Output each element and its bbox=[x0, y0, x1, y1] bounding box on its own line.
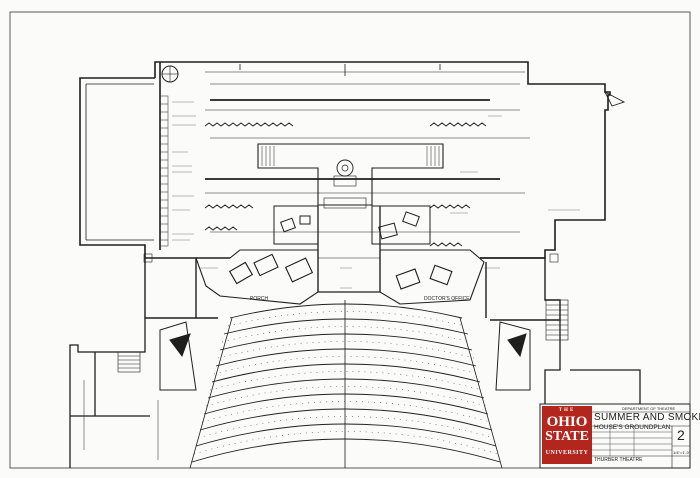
seat-ticks bbox=[193, 311, 499, 455]
aisles bbox=[189, 300, 503, 469]
show-title: SUMMER AND SMOKE bbox=[594, 412, 700, 423]
department-label: DEPARTMENT OF THEATRE bbox=[622, 406, 676, 411]
center-wagon bbox=[317, 206, 381, 293]
logo-the: THE bbox=[558, 408, 576, 413]
zigzag-marks bbox=[204, 122, 487, 247]
scale-label: 1/4"=1'-0" bbox=[673, 450, 691, 455]
seating-rows bbox=[191, 303, 501, 463]
batten-lines bbox=[205, 64, 530, 233]
logo-ohio: OHIO bbox=[546, 414, 588, 430]
right-stair bbox=[545, 299, 569, 341]
doctors-office-unit bbox=[379, 249, 485, 305]
logo-state: STATE bbox=[545, 429, 589, 444]
bench bbox=[323, 197, 367, 209]
theatre-name: THURBER THEATRE bbox=[594, 457, 643, 463]
lineset-schedule bbox=[159, 95, 169, 247]
lobby-walls bbox=[69, 318, 641, 468]
osu-logo-block bbox=[542, 406, 592, 464]
t-platform bbox=[257, 143, 444, 206]
sheet-border bbox=[9, 11, 691, 469]
porch-unit bbox=[195, 249, 319, 305]
doctors-office-label: DOCTOR'S OFFICE bbox=[424, 296, 470, 302]
door-swing bbox=[603, 90, 626, 107]
left-stair bbox=[117, 351, 141, 373]
vomitory-right bbox=[495, 321, 531, 391]
porch-label: PORCH bbox=[250, 296, 269, 302]
drawing-title: HOUSE'S GROUNDPLAN bbox=[594, 424, 671, 431]
annotation-marks bbox=[172, 101, 580, 289]
logo-university: UNIVERSITY bbox=[545, 450, 589, 456]
sheet-number: 2 bbox=[677, 427, 685, 443]
vomitory-left bbox=[159, 321, 197, 391]
